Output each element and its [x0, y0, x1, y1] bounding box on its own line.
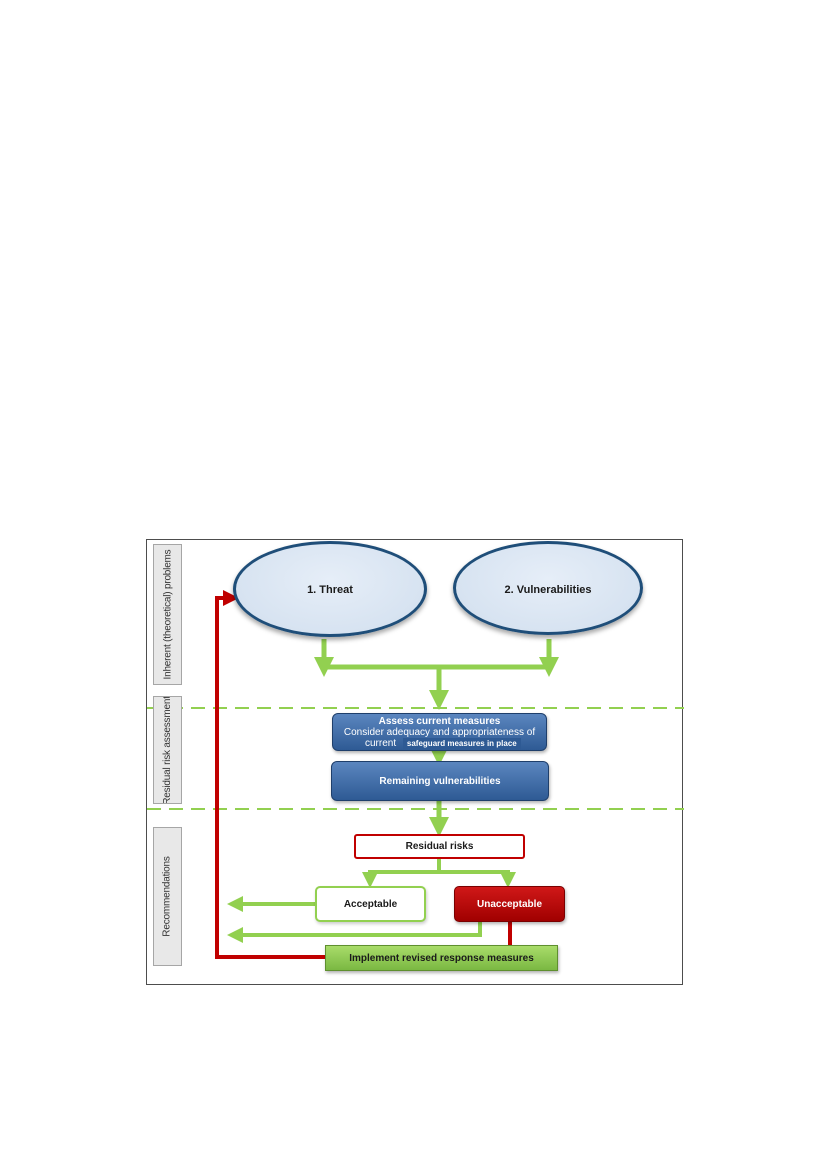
- arrow-unacceptable-exit: [227, 921, 482, 943]
- lane-recommendations-text: Recommendations: [162, 856, 173, 937]
- assess-title: Assess current measures: [378, 716, 501, 727]
- assess-line2: current safeguard measures in place: [333, 738, 546, 749]
- lane-inherent-text: Inherent (theoretical) problems: [162, 549, 174, 680]
- residual-risks-label: Residual risks: [405, 841, 474, 852]
- assess-line2-prefix: current: [365, 738, 397, 749]
- remaining-label: Remaining vulnerabilities: [379, 775, 501, 787]
- acceptable-label: Acceptable: [343, 898, 398, 910]
- threat-node: 1. Threat: [233, 541, 427, 637]
- vulnerabilities-label: 2. Vulnerabilities: [504, 584, 592, 596]
- implement-measures-node: Implement revised response measures: [325, 945, 558, 971]
- lane-residual-text: Residual risk assessment: [162, 696, 174, 804]
- implement-label: Implement revised response measures: [349, 952, 534, 964]
- feedback-loop-arrow: [215, 590, 325, 959]
- vulnerabilities-node: 2. Vulnerabilities: [453, 541, 643, 635]
- lane-label-residual: Residual risk assessment: [153, 696, 182, 804]
- remaining-vulnerabilities-node: Remaining vulnerabilities: [331, 761, 549, 801]
- diagram-connectors: [147, 590, 684, 959]
- residual-risks-node: Residual risks: [354, 834, 525, 859]
- unacceptable-label: Unacceptable: [476, 898, 543, 910]
- assess-line1: Consider adequacy and appropriateness of: [343, 727, 536, 738]
- assess-measures-node: Assess current measures Consider adequac…: [332, 713, 547, 751]
- threat-label: 1. Threat: [307, 584, 353, 596]
- risk-assessment-diagram: Inherent (theoretical) problems Residual…: [146, 539, 684, 985]
- lane-label-recommendations: Recommendations: [153, 827, 182, 966]
- acceptable-node: Acceptable: [315, 886, 426, 922]
- lane-label-inherent: Inherent (theoretical) problems: [153, 544, 182, 685]
- unacceptable-node: Unacceptable: [454, 886, 565, 922]
- assess-line2-suffix: safeguard measures in place: [402, 738, 521, 749]
